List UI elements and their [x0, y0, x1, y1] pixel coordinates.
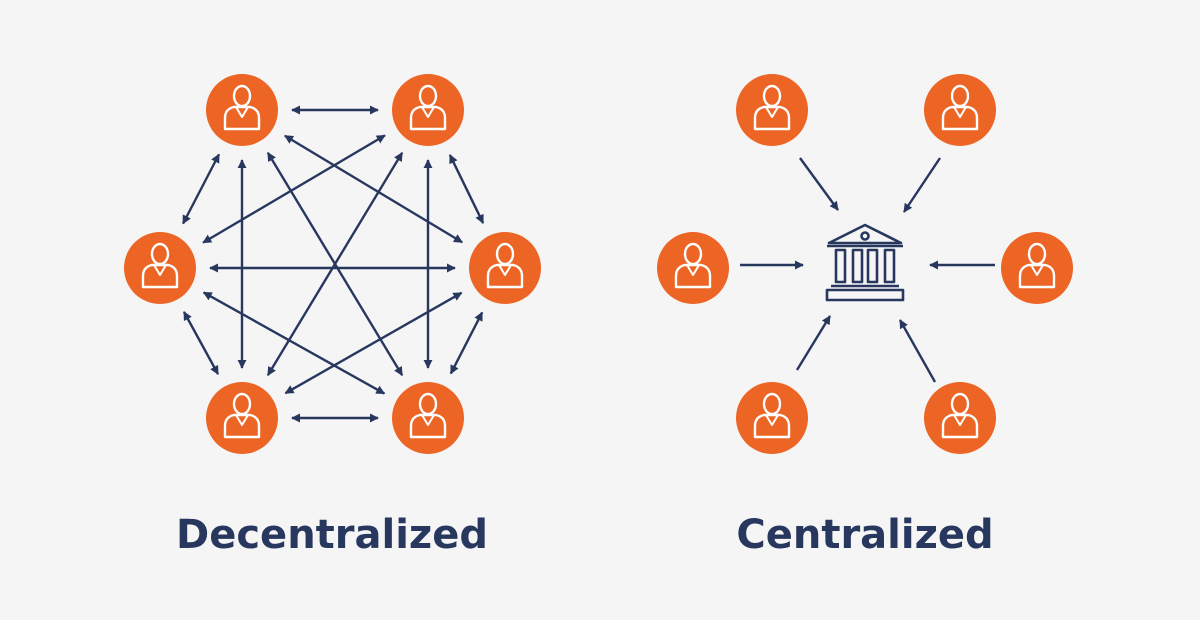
decentralized-nodes: [124, 74, 541, 454]
connection-arrow: [202, 291, 386, 395]
user-node: [736, 382, 808, 454]
centralized-network: [657, 74, 1073, 454]
hub-arrow: [898, 319, 937, 383]
user-node: [124, 232, 196, 304]
bank-icon: [825, 223, 905, 302]
user-node: [469, 232, 541, 304]
connection-arrow: [181, 153, 221, 225]
decentralized-caption: Decentralized: [176, 512, 488, 558]
user-node: [924, 74, 996, 146]
hub-arrow: [795, 315, 832, 371]
centralized-connections: [740, 157, 995, 383]
connection-arrow: [449, 311, 484, 375]
hub-arrow: [903, 157, 941, 213]
connection-arrow: [202, 134, 386, 244]
centralized-nodes: [657, 74, 1073, 454]
user-node: [392, 74, 464, 146]
user-node: [736, 74, 808, 146]
user-node: [206, 74, 278, 146]
hub-arrow: [799, 157, 839, 211]
connection-arrow: [284, 291, 463, 395]
connection-arrow: [182, 311, 220, 375]
decentralized-connections: [181, 105, 485, 423]
user-node: [924, 382, 996, 454]
centralized-caption: Centralized: [736, 512, 994, 558]
connection-arrow: [448, 154, 485, 224]
user-node: [1001, 232, 1073, 304]
user-node: [206, 382, 278, 454]
user-node: [392, 382, 464, 454]
user-node: [657, 232, 729, 304]
decentralized-network: [124, 74, 541, 454]
